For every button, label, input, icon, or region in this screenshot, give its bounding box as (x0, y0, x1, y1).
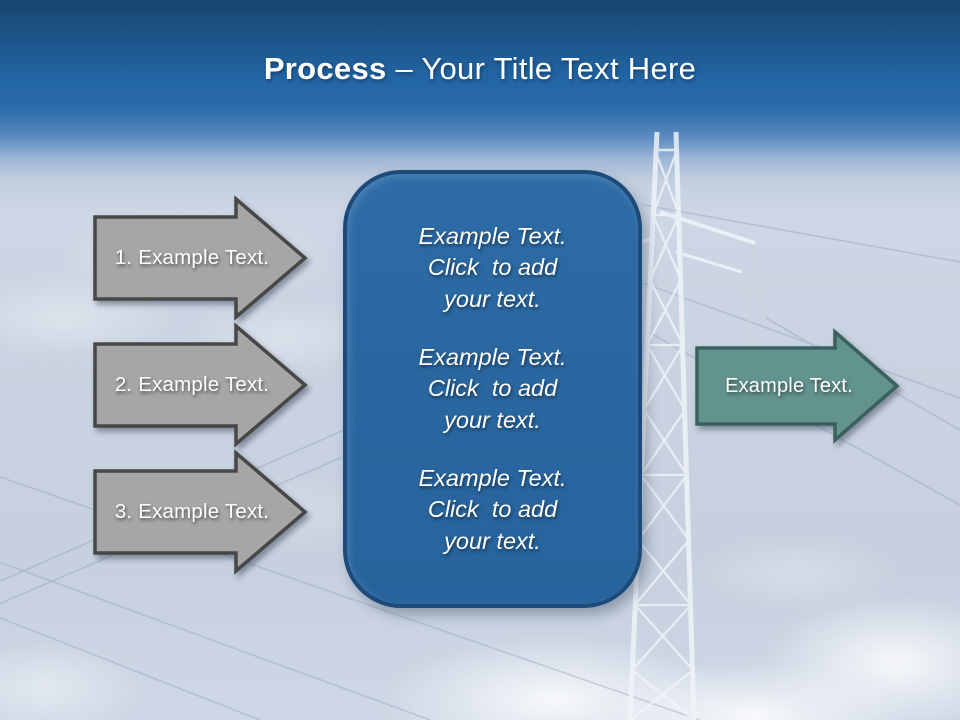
panel-line: Example Text. (418, 465, 567, 492)
panel-paragraph-3: Example Text. Click to add your text. (355, 463, 630, 557)
panel-line: Example Text. (418, 344, 567, 371)
process-step-label-2: 2. Example Text. (114, 373, 270, 396)
right-arrow-shape-icon (695, 328, 900, 444)
panel-paragraph-1: Example Text. Click to add your text. (355, 221, 630, 315)
panel-line: your text. (444, 285, 541, 312)
panel-line: Click to add (427, 375, 558, 402)
panel-line: Click to add (427, 254, 558, 281)
right-arrow-shape-icon (93, 195, 308, 321)
process-step-label-3: 3. Example Text. (114, 500, 270, 523)
panel-line: Example Text. (418, 223, 567, 250)
slide-title-rest: – Your Title Text Here (386, 51, 697, 86)
result-arrow: Example Text. (695, 328, 900, 444)
center-text-panel: Example Text. Click to add your text. Ex… (343, 170, 642, 608)
process-step-arrow-3: 3. Example Text. (93, 449, 308, 575)
panel-line: your text. (444, 406, 541, 433)
process-step-arrow-1: 1. Example Text. (93, 195, 308, 321)
result-arrow-label: Example Text. (725, 374, 853, 397)
slide-title-emphasis: Process (263, 51, 387, 86)
panel-line: Click to add (427, 496, 558, 523)
right-arrow-shape-icon (93, 449, 308, 575)
panel-line: your text. (444, 527, 541, 554)
process-step-arrow-2: 2. Example Text. (93, 322, 308, 448)
right-arrow-shape-icon (93, 322, 308, 448)
panel-paragraph-2: Example Text. Click to add your text. (355, 342, 630, 436)
slide-title: Process – Your Title Text Here (0, 51, 960, 87)
process-step-label-1: 1. Example Text. (114, 246, 270, 269)
